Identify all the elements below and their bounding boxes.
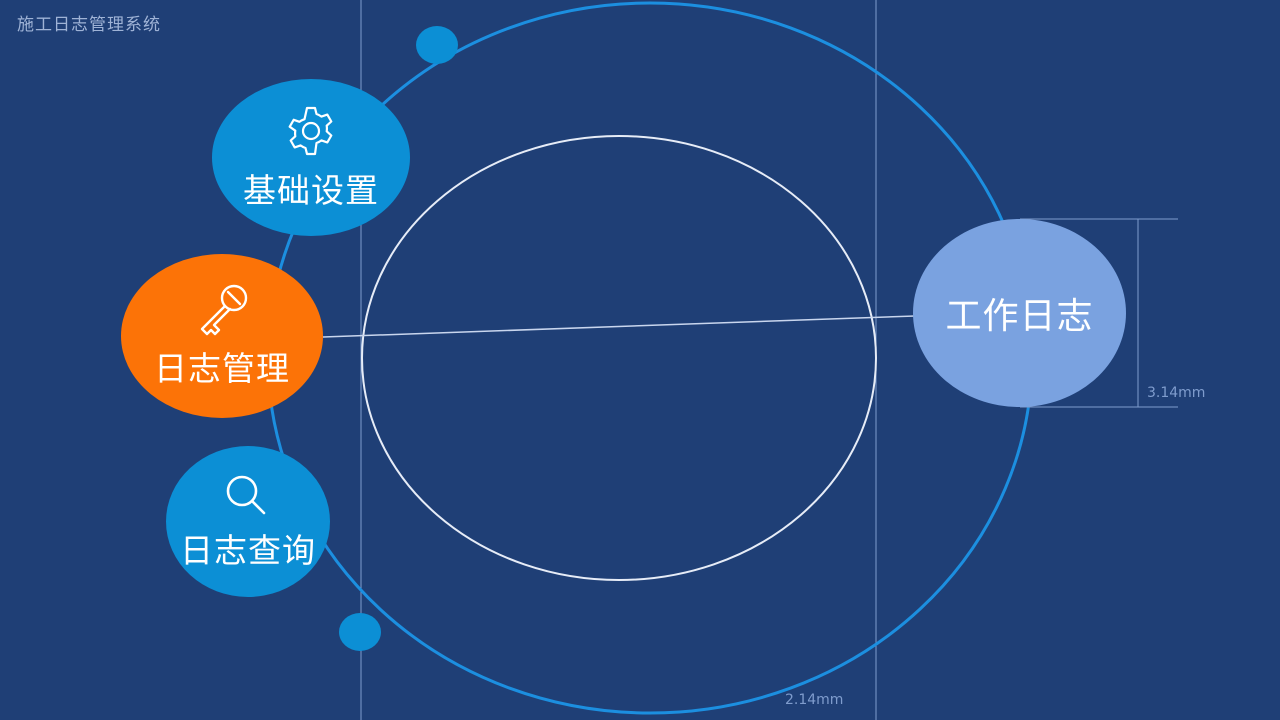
gear-icon (280, 104, 342, 160)
work-log-label: 工作日志 (945, 296, 1094, 337)
key-icon (190, 282, 254, 338)
app-title: 施工日志管理系统 (17, 15, 161, 35)
settings-button[interactable]: 基础设置 (212, 79, 410, 236)
log-management-button[interactable]: 日志管理 (121, 254, 323, 418)
orbit-dot-top (416, 26, 458, 64)
log-management-label: 日志管理 (154, 349, 290, 388)
search-icon (220, 472, 276, 520)
height-dimension-label: 3.14mm (1147, 385, 1206, 401)
width-dimension-label: 2.14mm (785, 692, 844, 708)
orbit-dot-bottom (339, 613, 381, 651)
log-query-button[interactable]: 日志查询 (166, 446, 330, 597)
log-query-label: 日志查询 (180, 530, 316, 570)
work-log-button[interactable]: 工作日志 (913, 219, 1126, 407)
inner-circle (361, 135, 877, 581)
settings-label: 基础设置 (243, 170, 379, 210)
connector-line (322, 315, 916, 338)
